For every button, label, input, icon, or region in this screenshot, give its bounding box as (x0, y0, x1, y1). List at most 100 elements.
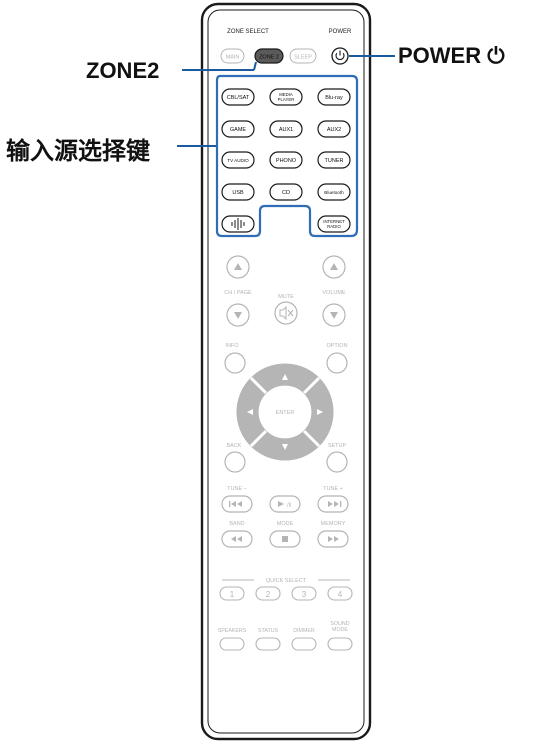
quick-select-button-label: 2 (266, 590, 271, 599)
play-pause-button[interactable] (269, 495, 301, 513)
input-button-label: GAME (230, 127, 247, 133)
input-button[interactable]: Blu-ray (317, 88, 351, 106)
quick-select-button[interactable]: 4 (327, 586, 353, 601)
setup-button[interactable] (326, 451, 348, 473)
power-symbol-icon: ⏻ (487, 44, 505, 69)
input-keys-callout-label: 输入源选择键 (6, 137, 150, 165)
stop-icon (282, 536, 288, 542)
sleep-button-label: SLEEP (294, 55, 312, 61)
zone2-callout-label: ZONE2 (86, 58, 160, 83)
down-arrow-icon (234, 312, 242, 319)
tune-plus-label: TUNE + (323, 486, 343, 492)
option-button[interactable] (326, 352, 348, 374)
down-arrow-icon (330, 312, 338, 319)
input-button[interactable]: TV AUDIO (221, 151, 255, 169)
sleep-button[interactable]: SLEEP (289, 48, 317, 64)
info-label: INFO (225, 343, 239, 349)
quick-select-button[interactable]: 1 (219, 586, 245, 601)
play-pause-icon (278, 501, 284, 507)
rewind-icon (231, 536, 242, 542)
input-button-label: RADIO (327, 224, 341, 229)
bottom-button[interactable] (327, 637, 353, 651)
bottom-button-label: SPEAKERS (218, 628, 247, 634)
back-label: BACK (227, 443, 242, 449)
input-button-label: Blu-ray (325, 95, 343, 101)
mute-icon (279, 305, 294, 321)
input-button-label: CD (282, 190, 290, 196)
input-button[interactable]: USB (221, 183, 255, 201)
zone2-button[interactable]: ZONE 2 (254, 48, 284, 64)
mute-label: MUTE (278, 294, 294, 300)
input-button[interactable]: Bluetooth (317, 183, 351, 201)
input-button-label: MEDIA (279, 92, 293, 97)
quick-select-button-label: 3 (302, 590, 307, 599)
remote-body-inner (207, 9, 365, 734)
memory-label: MEMORY (321, 521, 346, 527)
input-button-label: CBL/SAT (227, 95, 250, 101)
up-arrow-icon (234, 263, 242, 270)
quick-select-label: QUICK SELECT (266, 578, 307, 584)
input-button-label: PLAYER (278, 97, 295, 102)
bottom-button-label: STATUS (258, 628, 279, 634)
heos-icon (231, 218, 245, 230)
bottom-button[interactable] (255, 637, 281, 651)
band-label: BAND (229, 521, 244, 527)
zone2-button-label: ZONE 2 (259, 55, 279, 61)
dpad-left-icon (247, 409, 253, 415)
dpad-right-icon (317, 409, 323, 415)
dpad[interactable] (236, 363, 334, 461)
ch-page-label: CH / PAGE (224, 290, 252, 296)
quick-select-group: 1 2 3 4 (219, 586, 353, 601)
input-button-label: AUX2 (327, 127, 341, 133)
input-button[interactable]: AUX1 (269, 120, 303, 138)
fast-forward-icon (328, 536, 339, 542)
enter-label: ENTER (276, 410, 295, 416)
input-button-label: AUX1 (279, 127, 293, 133)
enter-button[interactable] (257, 384, 313, 440)
dpad-down-icon (282, 444, 288, 450)
input-button[interactable] (221, 215, 255, 233)
skip-back-icon (229, 501, 231, 507)
input-button[interactable]: CD (269, 183, 303, 201)
up-arrow-icon (330, 263, 338, 270)
bottom-button-label: DIMMER (293, 628, 315, 634)
power-label: POWER (329, 29, 352, 35)
quick-select-button-label: 4 (338, 590, 343, 599)
quick-select-button[interactable]: 2 (255, 586, 281, 601)
bottom-button-label: SOUND (330, 621, 349, 627)
input-button-label: USB (232, 190, 244, 196)
quick-select-button[interactable]: 3 (291, 586, 317, 601)
input-button-label: TUNER (325, 158, 344, 164)
input-button-label: INTERNET (323, 219, 345, 224)
input-button-label: PHONO (276, 158, 297, 164)
setup-label: SETUP (328, 443, 347, 449)
power-icon (335, 52, 345, 61)
power-callout-label: POWER ⏻ (398, 43, 505, 69)
input-button-label: Bluetooth (324, 190, 344, 195)
input-keys-highlight (215, 74, 359, 238)
info-button[interactable] (224, 352, 246, 374)
input-button[interactable]: GAME (221, 120, 255, 138)
input-button[interactable]: AUX2 (317, 120, 351, 138)
power-callout-text: POWER (398, 43, 482, 68)
input-button[interactable]: PHONO (269, 151, 303, 169)
main-button-label: MAIN (226, 55, 240, 61)
bottom-button[interactable] (291, 637, 317, 651)
skip-forward-icon (328, 501, 339, 507)
mode-label: MODE (277, 521, 294, 527)
quick-select-button-label: 1 (230, 590, 235, 599)
tune-minus-label: TUNE − (227, 486, 247, 492)
input-button[interactable]: CBL/SAT (221, 88, 255, 106)
back-button[interactable] (224, 451, 246, 473)
main-button[interactable]: MAIN (220, 48, 245, 64)
bottom-button[interactable] (219, 637, 245, 651)
volume-label: VOLUME (322, 290, 346, 296)
power-button[interactable] (331, 47, 349, 65)
input-button[interactable]: TUNER (317, 151, 351, 169)
